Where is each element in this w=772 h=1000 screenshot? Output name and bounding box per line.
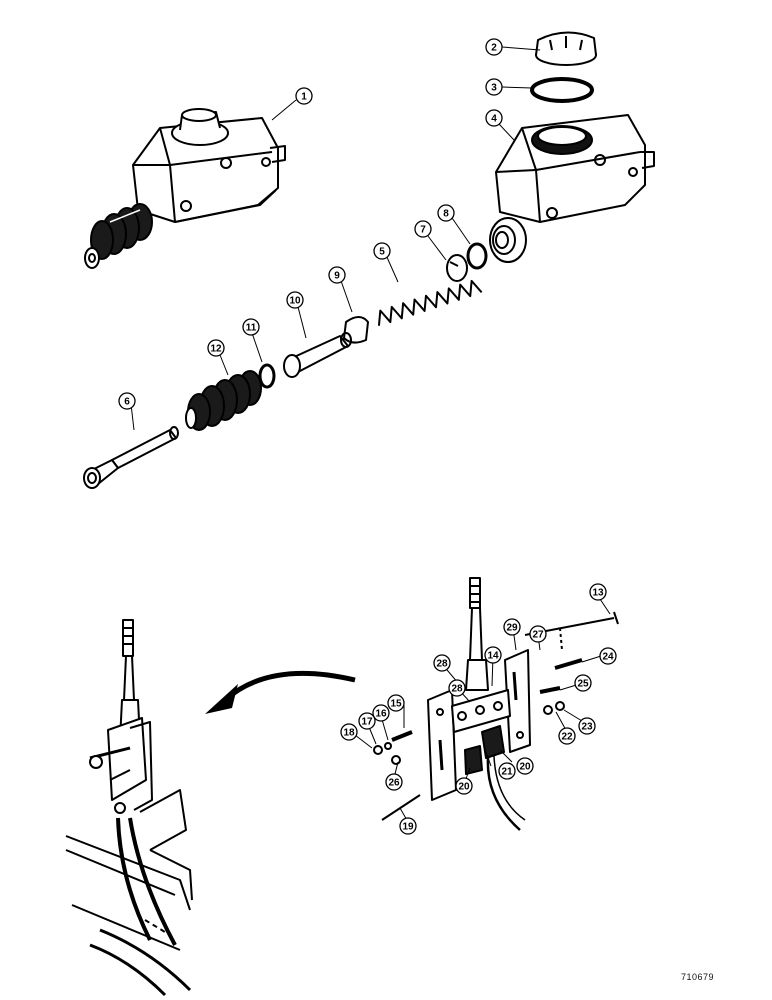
callout-17: 17 — [358, 712, 376, 730]
callout-7: 7 — [414, 220, 432, 238]
callout-28b: 28 — [448, 679, 466, 697]
callout-2: 2 — [485, 38, 503, 56]
svg-text:16: 16 — [375, 709, 387, 720]
callout-1: 1 — [295, 87, 313, 105]
callout-29: 29 — [503, 618, 521, 636]
svg-text:26: 26 — [388, 778, 400, 789]
callout-13: 13 — [589, 583, 607, 601]
svg-text:4: 4 — [491, 114, 497, 125]
callout-18: 18 — [340, 723, 358, 741]
svg-text:9: 9 — [334, 271, 340, 282]
svg-text:19: 19 — [402, 822, 414, 833]
svg-text:21: 21 — [501, 767, 513, 778]
svg-text:1: 1 — [301, 92, 307, 103]
callout-28a: 28 — [433, 654, 451, 672]
callout-14: 14 — [484, 646, 502, 664]
callout-25: 25 — [574, 674, 592, 692]
svg-text:2: 2 — [491, 43, 497, 54]
callout-26: 26 — [385, 773, 403, 791]
callout-22: 22 — [558, 727, 576, 745]
svg-text:11: 11 — [246, 323, 257, 334]
svg-text:7: 7 — [420, 225, 426, 236]
callout-4: 4 — [485, 109, 503, 127]
svg-text:3: 3 — [491, 83, 497, 94]
callout-bubbles: 1 2 3 4 5 6 7 8 9 10 11 12 13 14 15 16 1… — [118, 38, 617, 835]
svg-text:23: 23 — [581, 722, 593, 733]
callout-3: 3 — [485, 78, 503, 96]
callout-9: 9 — [328, 266, 346, 284]
callout-20b: 20 — [516, 757, 534, 775]
callout-12: 12 — [207, 339, 225, 357]
callout-27: 27 — [529, 625, 547, 643]
callout-5: 5 — [373, 242, 391, 260]
svg-text:5: 5 — [379, 247, 385, 258]
callout-19: 19 — [399, 817, 417, 835]
svg-text:27: 27 — [532, 630, 544, 641]
svg-text:14: 14 — [487, 651, 499, 662]
callout-20a: 20 — [455, 777, 473, 795]
callout-16: 16 — [372, 704, 390, 722]
direction-arrow — [205, 670, 356, 714]
callout-21: 21 — [498, 762, 516, 780]
svg-text:6: 6 — [124, 397, 130, 408]
svg-text:20: 20 — [519, 762, 531, 773]
callout-10: 10 — [286, 291, 304, 309]
svg-text:20: 20 — [458, 782, 470, 793]
svg-text:12: 12 — [210, 344, 222, 355]
master-cylinder-body — [489, 31, 655, 263]
svg-text:18: 18 — [343, 728, 355, 739]
exploded-internals — [83, 242, 488, 489]
svg-text:25: 25 — [577, 679, 589, 690]
svg-text:8: 8 — [443, 209, 449, 220]
drawing-number: 710679 — [680, 972, 714, 982]
callout-15: 15 — [387, 694, 405, 712]
callout-23: 23 — [578, 717, 596, 735]
callout-8: 8 — [437, 204, 455, 222]
callout-11: 11 — [242, 318, 260, 336]
svg-text:13: 13 — [592, 588, 604, 599]
svg-text:10: 10 — [289, 296, 301, 307]
svg-text:28: 28 — [451, 684, 463, 695]
callout-24: 24 — [599, 647, 617, 665]
svg-text:24: 24 — [602, 652, 614, 663]
master-cylinder-assembled — [84, 108, 286, 269]
svg-text:15: 15 — [390, 699, 402, 710]
svg-text:22: 22 — [561, 732, 573, 743]
callout-6: 6 — [118, 392, 136, 410]
svg-text:17: 17 — [361, 717, 373, 728]
installed-view — [65, 619, 193, 997]
svg-text:29: 29 — [506, 623, 518, 634]
svg-text:28: 28 — [436, 659, 448, 670]
lever-assembly-exploded — [373, 577, 619, 831]
